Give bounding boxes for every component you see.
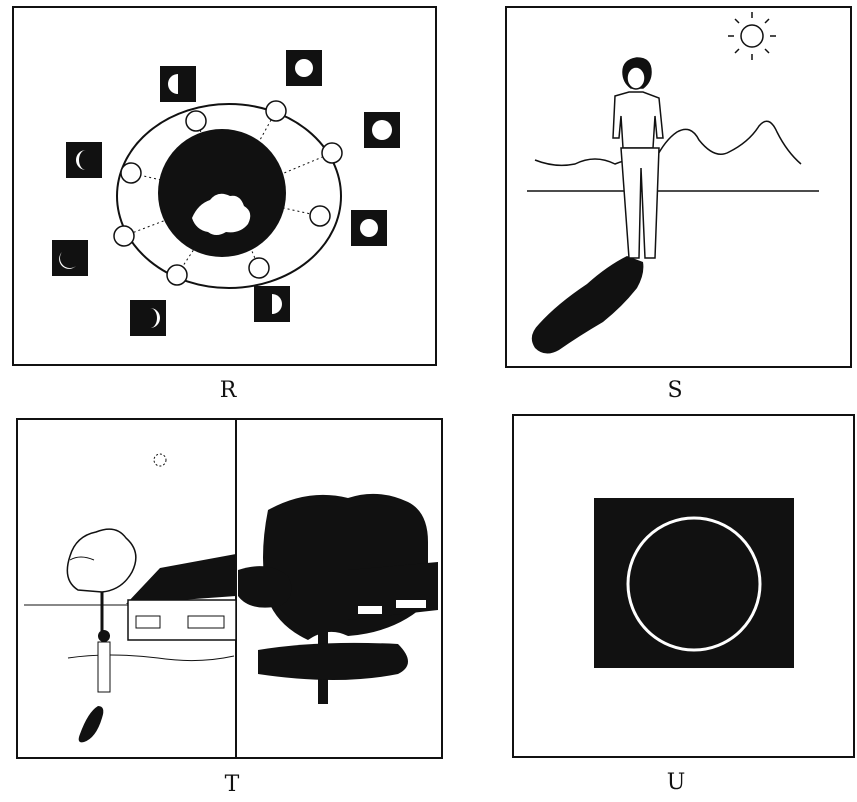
- night-scene: [238, 494, 438, 704]
- orbit-moon-icon: [167, 265, 187, 285]
- orbit-moon-icon: [186, 111, 206, 131]
- mountains: [535, 121, 801, 165]
- panel-u-eclipse: [512, 414, 855, 758]
- orbit-moon-icon: [266, 101, 286, 121]
- earth-icon: [158, 129, 286, 257]
- shadow-illustration: [507, 8, 850, 366]
- panel-label-t: T: [212, 772, 252, 797]
- orbit-moon-icon: [310, 206, 330, 226]
- person-shadow: [532, 256, 644, 354]
- moon-phase-icon: [130, 300, 166, 336]
- moon-phase-icon: [66, 142, 102, 178]
- moon-phase-icon: [286, 50, 322, 86]
- moon-phase-icon: [254, 286, 290, 322]
- panel-s-shadow: [505, 6, 852, 368]
- moon-phase-icon: [351, 210, 387, 246]
- moon-phase-icon: [160, 66, 196, 102]
- moon-phase-icon: [364, 112, 400, 148]
- orbit-moon-icon: [114, 226, 134, 246]
- panel-label-u: U: [656, 770, 696, 795]
- sun-icon: [728, 12, 776, 60]
- person-figure: [613, 58, 663, 258]
- orbit-moon-icon: [249, 258, 269, 278]
- moon-phase-icon: [52, 240, 88, 276]
- panel-label-s: S: [655, 378, 695, 403]
- orbit-moon-icon: [121, 163, 141, 183]
- eclipse-illustration: [514, 416, 853, 756]
- panel-t-day-night: [16, 418, 443, 759]
- sun-icon: [154, 454, 166, 466]
- panel-label-r: R: [208, 378, 248, 403]
- day-night-illustration: [18, 420, 441, 757]
- moon-phases-illustration: [14, 8, 435, 364]
- panel-r-moon-phases: [12, 6, 437, 366]
- eclipse-ring: [628, 518, 760, 650]
- orbit-moon-icon: [322, 143, 342, 163]
- day-scene: [24, 454, 236, 742]
